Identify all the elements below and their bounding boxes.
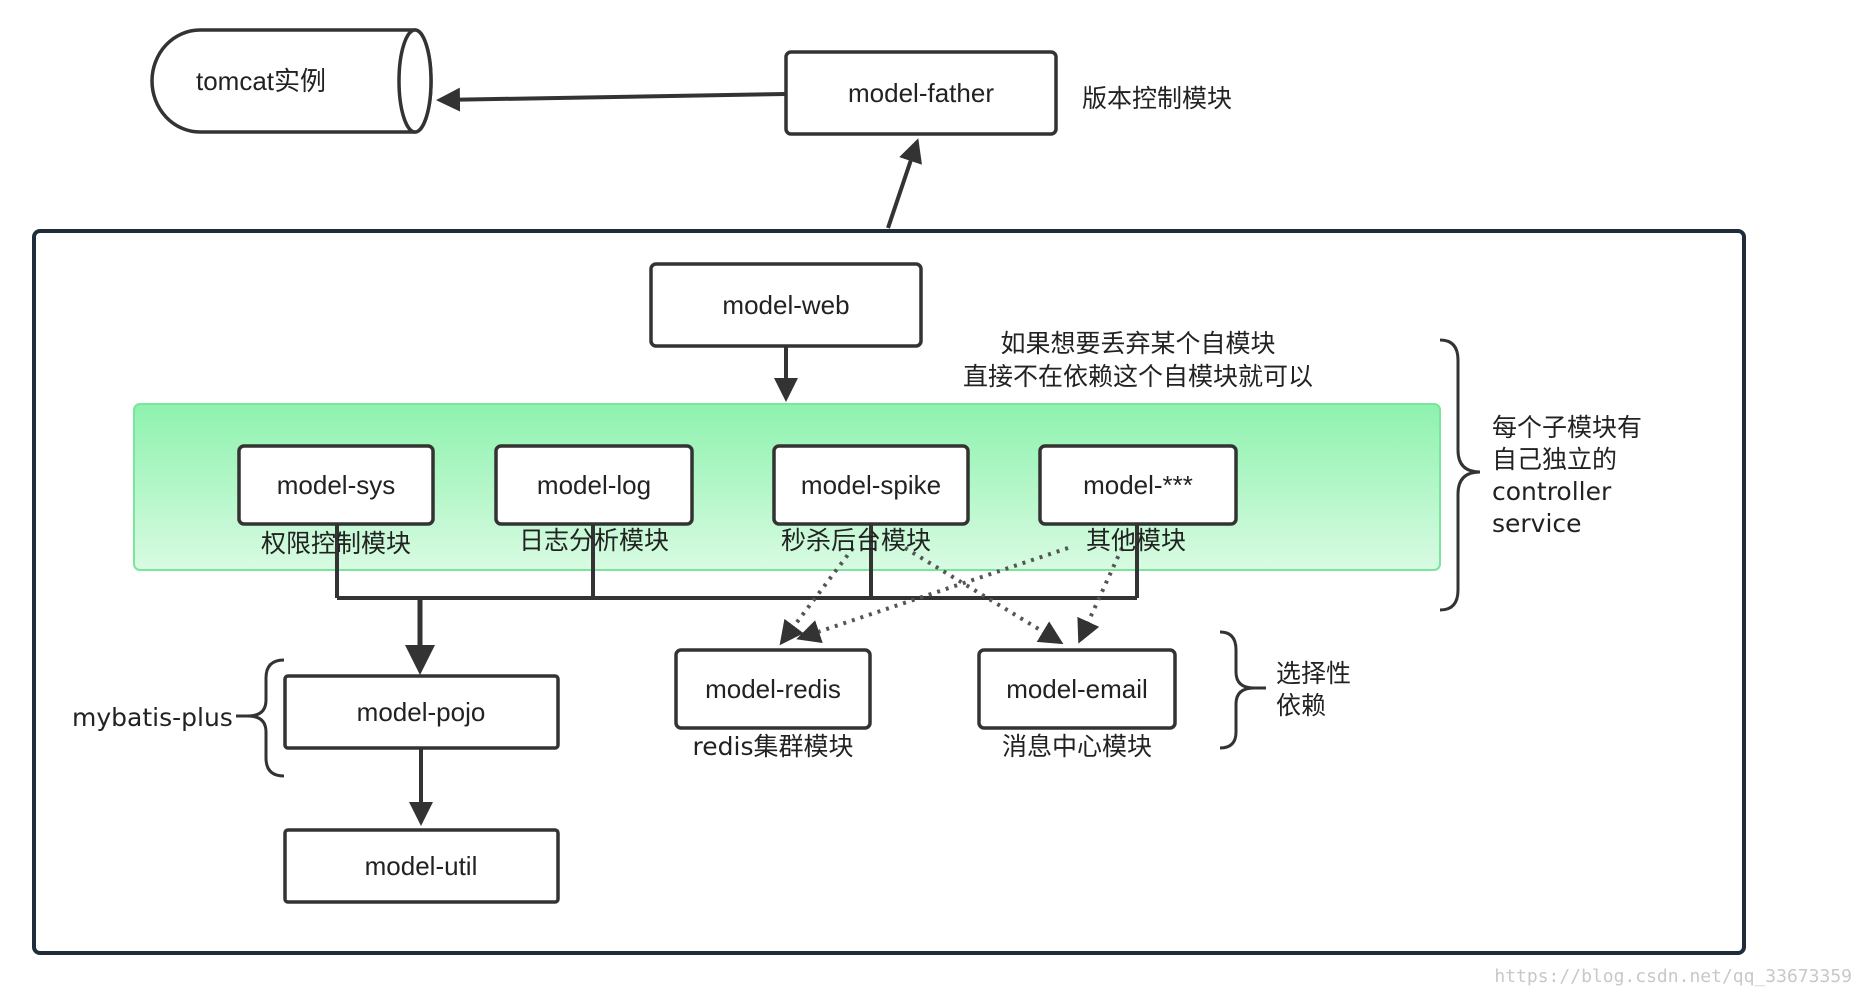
- node-model-web: model-web: [649, 262, 923, 348]
- log-description: 日志分析模块: [519, 526, 669, 555]
- redis-description: redis集群模块: [693, 732, 854, 761]
- model-pojo-label: model-pojo: [357, 697, 486, 727]
- node-model-spike: model-spike: [772, 444, 970, 526]
- model-father-label: model-father: [848, 78, 994, 108]
- submodule-note-line1: 每个子模块有: [1492, 413, 1642, 442]
- submodule-note-line4: service: [1492, 509, 1582, 538]
- model-other-label: model-***: [1083, 470, 1193, 500]
- other-description: 其他模块: [1086, 526, 1186, 555]
- spike-description: 秒杀后台模块: [781, 526, 931, 555]
- node-model-email: model-email: [977, 648, 1177, 730]
- sys-description: 权限控制模块: [261, 529, 411, 558]
- arrow-father-to-tomcat: [436, 87, 787, 112]
- optional-label-line2: 依赖: [1276, 691, 1326, 720]
- submodule-note-line2: 自己独立的: [1492, 445, 1617, 474]
- submodule-brace: [1439, 338, 1481, 612]
- submodule-note: 每个子模块有 自己独立的 controller service: [1492, 413, 1642, 538]
- model-util-label: model-util: [365, 851, 478, 881]
- model-web-label: model-web: [722, 290, 849, 320]
- email-description: 消息中心模块: [1002, 732, 1152, 761]
- project-container: [32, 229, 1746, 955]
- node-model-log: model-log: [494, 444, 694, 526]
- optional-brace: [1219, 630, 1255, 750]
- model-log-label: model-log: [537, 470, 651, 500]
- node-model-util: model-util: [283, 828, 560, 904]
- node-model-redis: model-redis: [674, 648, 872, 730]
- father-description: 版本控制模块: [1082, 84, 1232, 113]
- mybatis-brace: [247, 658, 285, 778]
- watermark: https://blog.csdn.net/qq_33673359: [1494, 966, 1852, 987]
- tomcat-label: tomcat实例: [196, 66, 326, 96]
- optional-label-line1: 选择性: [1276, 659, 1351, 688]
- optional-dependency-arrows: [779, 546, 1124, 646]
- model-sys-label: model-sys: [277, 470, 395, 500]
- node-model-other: model-***: [1038, 444, 1238, 526]
- model-redis-label: model-redis: [705, 674, 841, 704]
- drop-hint-line2: 直接不在依赖这个自模块就可以: [963, 362, 1313, 391]
- drop-hint-line1: 如果想要丢弃某个自模块: [1000, 329, 1275, 358]
- model-email-label: model-email: [1006, 674, 1148, 704]
- node-model-pojo: model-pojo: [283, 674, 560, 750]
- node-model-father: model-father: [784, 50, 1058, 136]
- model-spike-label: model-spike: [801, 470, 941, 500]
- node-model-sys: model-sys: [237, 444, 435, 526]
- arrow-container-to-father: [886, 138, 922, 229]
- mybatis-label: mybatis-plus: [72, 703, 233, 732]
- module-bus-lines: [335, 524, 1139, 600]
- submodule-note-line3: controller: [1492, 477, 1612, 506]
- tomcat-cylinder: tomcat实例: [150, 28, 433, 134]
